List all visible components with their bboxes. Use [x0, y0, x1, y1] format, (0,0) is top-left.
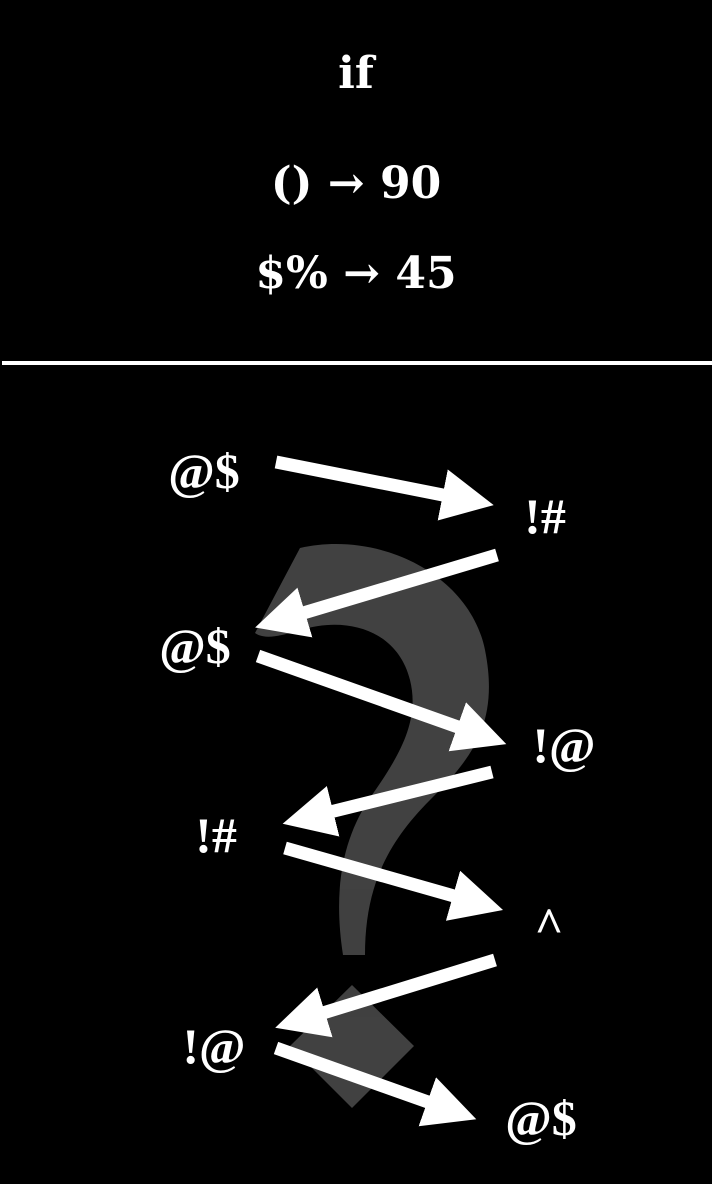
arrow-5: [283, 841, 504, 921]
rule-2: $% → 45: [255, 248, 457, 299]
node-3: @$: [159, 618, 231, 674]
node-8: @$: [505, 1090, 577, 1146]
arrow-3: [255, 649, 507, 752]
question-mark-icon: [255, 544, 489, 1108]
arrow-6: [275, 953, 497, 1038]
rule-1: () → 90: [270, 158, 442, 209]
node-7: !@: [182, 1018, 245, 1074]
condition-heading: if: [338, 48, 374, 99]
node-4: !@: [532, 717, 595, 773]
arrow-1: [274, 455, 494, 521]
node-5: !#: [195, 807, 237, 863]
arrow-7: [273, 1041, 477, 1127]
node-2: !#: [524, 488, 566, 544]
sequence-arrows: [255, 455, 507, 1127]
node-1: @$: [168, 443, 240, 499]
arrow-2: [255, 548, 499, 638]
node-6: ^: [534, 897, 563, 953]
divider-line: [2, 361, 712, 365]
arrow-4: [282, 765, 494, 837]
